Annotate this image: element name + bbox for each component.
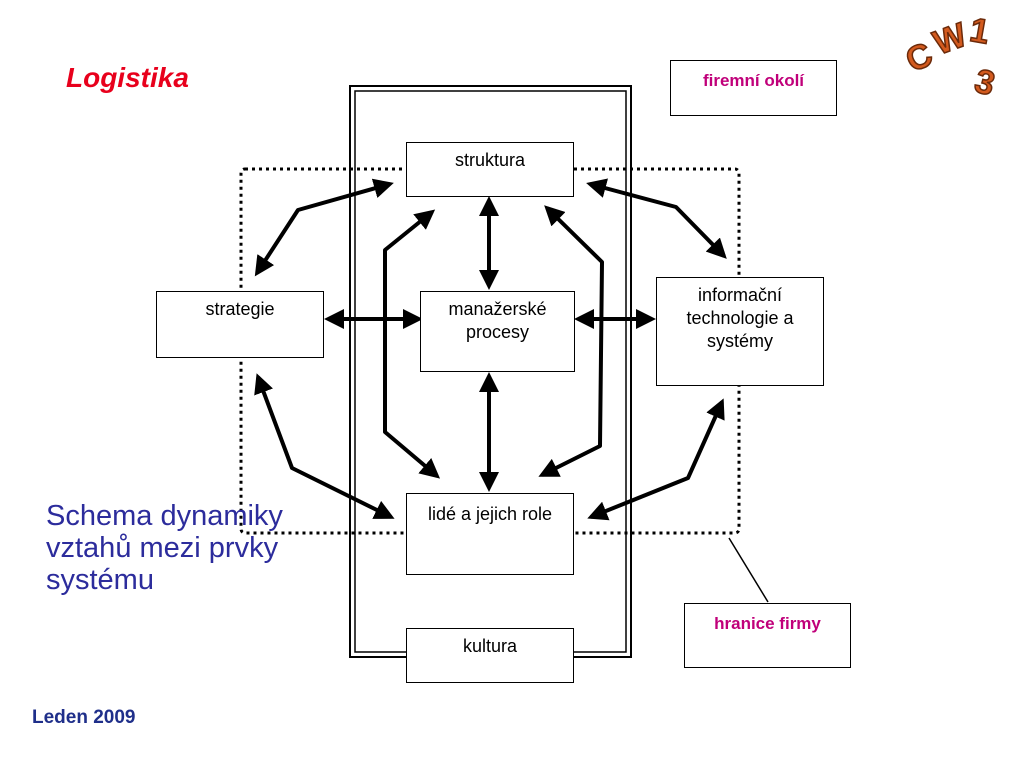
arrow-struktura-lide-right: [538, 205, 604, 477]
logo-letter-3: 3: [971, 62, 999, 104]
logo-letter-1: 1: [967, 11, 992, 52]
diagram-caption: Schema dynamiky vztahů mezi prvky systém…: [46, 500, 283, 596]
node-strategie: strategie: [156, 291, 324, 358]
node-lide-role: lidé a jejich role: [406, 493, 574, 575]
page-title: Logistika: [66, 62, 189, 93]
logo-letter-c: C: [900, 35, 938, 80]
arrow-struktura-lide-left: [383, 209, 441, 479]
arrow-strategie-struktura: [254, 178, 394, 277]
label-firemni-okoli: firemní okolí: [670, 60, 837, 116]
boundary-callout-pointer: [728, 537, 769, 603]
label-hranice-firmy: hranice firmy: [684, 603, 851, 668]
cw13-logo: C W 1 3: [900, 10, 1000, 104]
logo-letter-w: W: [929, 16, 973, 63]
node-struktura: struktura: [406, 142, 574, 197]
arrow-strategie-lide: [254, 373, 395, 519]
footer-date: Leden 2009: [32, 707, 136, 728]
node-informacni-technologie: informační technologie a systémy: [656, 277, 824, 386]
arrow-struktura-informacni: [586, 178, 727, 259]
arrow-informacni-lide: [587, 398, 725, 521]
node-manazerske-procesy: manažerské procesy: [420, 291, 575, 372]
node-kultura: kultura: [406, 628, 574, 683]
